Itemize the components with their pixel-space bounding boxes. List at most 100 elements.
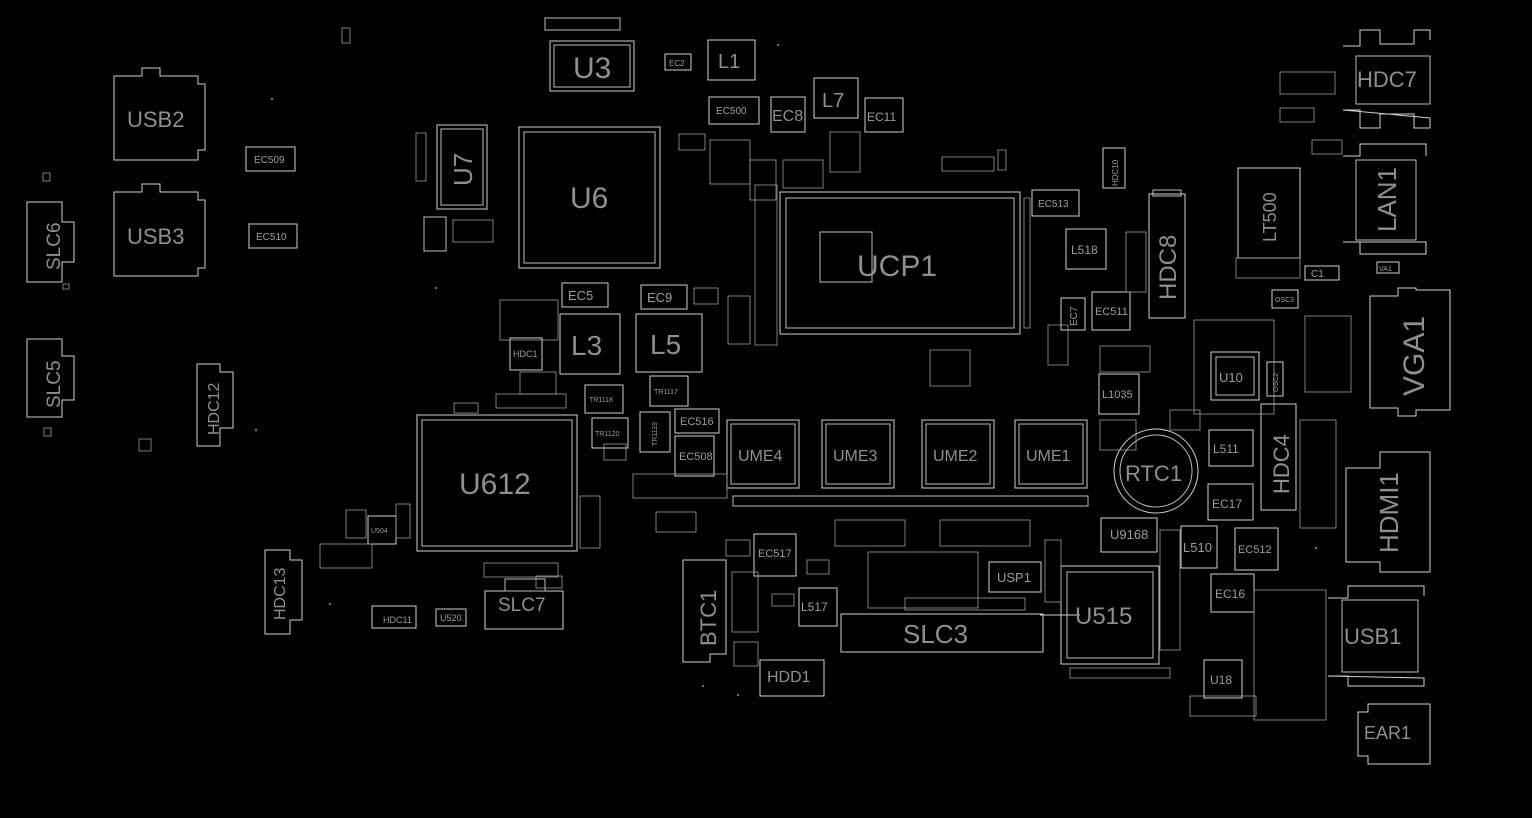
- ume1-label: UME1: [1026, 448, 1071, 465]
- ec517-capacitor: EC517: [753, 533, 797, 577]
- hdd1-label: HDD1: [767, 669, 811, 686]
- hdc13-connector: HDC13: [264, 549, 303, 635]
- u7-label: U7: [448, 153, 478, 186]
- hdmi1-connector: HDMI1: [1345, 451, 1431, 573]
- usb1-label: USB1: [1344, 624, 1401, 649]
- ec513-label: EC513: [1038, 199, 1069, 210]
- ear1-jack: EAR1: [1357, 703, 1431, 765]
- u520-label: U520: [440, 613, 462, 623]
- ec516-capacitor: EC516: [674, 408, 720, 434]
- u6-chip: U6: [518, 126, 661, 269]
- ume2-memory-chip: UME2: [921, 419, 995, 489]
- small-component-footprints: [319, 71, 1352, 721]
- lan1-connector: LAN1: [1343, 143, 1427, 255]
- ec516-label: EC516: [680, 416, 714, 428]
- ucp1-label: UCP1: [857, 250, 937, 283]
- ec2-label: EC2: [669, 59, 685, 68]
- ec517-label: EC517: [758, 548, 792, 560]
- ec16-capacitor: EC16: [1210, 573, 1255, 613]
- slc3-label: SLC3: [903, 619, 968, 649]
- u18-chip: U18: [1203, 659, 1243, 699]
- ec500-label: EC500: [716, 106, 747, 117]
- ec512-label: EC512: [1238, 544, 1272, 556]
- u515-chip: U515: [1040, 565, 1160, 665]
- u6-label: U6: [570, 182, 608, 215]
- c1-capacitor: C1: [1304, 265, 1340, 281]
- ec510-capacitor: EC510: [248, 223, 298, 249]
- ume2-label: UME2: [933, 448, 978, 465]
- ec11-capacitor: EC11: [864, 97, 904, 133]
- l510-inductor: L510: [1180, 525, 1218, 569]
- l3-label: L3: [571, 330, 602, 361]
- ec508-capacitor: EC508: [674, 435, 715, 477]
- usb1-connector: USB1: [1327, 585, 1425, 687]
- l518-label: L518: [1071, 243, 1098, 257]
- ec17-label: EC17: [1212, 497, 1242, 511]
- l1-inductor: L1: [707, 39, 756, 81]
- lan1-label: LAN1: [1372, 167, 1402, 232]
- hdc11-connector: HDC11 U520: [371, 605, 467, 629]
- usp1-part: USP1: [988, 561, 1042, 593]
- l518-inductor: L518: [1065, 228, 1107, 270]
- usb2-label: USB2: [127, 107, 184, 132]
- l3-inductor: L3: [559, 313, 621, 375]
- hdc13-label: HDC13: [272, 567, 289, 620]
- l517-label: L517: [801, 600, 828, 614]
- osc2-oscillator: OSC2: [1266, 361, 1284, 397]
- hdc7-label: HDC7: [1357, 67, 1417, 92]
- slc7-label: SLC7: [498, 595, 546, 616]
- ec9-label: EC9: [647, 290, 672, 305]
- l517-inductor: L517: [798, 587, 838, 627]
- ec511-label: EC511: [1095, 306, 1128, 318]
- l5-label: L5: [650, 329, 681, 360]
- ec16-label: EC16: [1215, 587, 1245, 601]
- ec8-capacitor: EC8: [770, 96, 806, 133]
- hdc10-connector: HDC10: [1102, 147, 1126, 189]
- u9168-chip: U9168: [1100, 517, 1158, 553]
- l5-inductor: L5: [635, 313, 703, 373]
- rtc1-label: RTC1: [1125, 461, 1182, 486]
- hdd1-connector: HDD1: [759, 659, 825, 697]
- ume4-label: UME4: [738, 448, 783, 465]
- hdc7-connector: HDC7: [1342, 29, 1431, 129]
- slc6-connector: SLC6: [26, 172, 75, 290]
- osc2-label: OSC2: [1273, 373, 1280, 392]
- l510-label: L510: [1183, 540, 1212, 555]
- hdc12-connector: HDC12: [196, 363, 234, 447]
- hdc4-label: HDC4: [1269, 434, 1294, 494]
- ec513-capacitor: EC513: [1031, 189, 1080, 217]
- ec8-label: EC8: [772, 108, 803, 125]
- usb3-label: USB3: [127, 224, 184, 249]
- hdc4-connector: HDC4: [1260, 403, 1297, 511]
- u612-label: U612: [459, 468, 531, 501]
- ume3-memory-chip: UME3: [821, 419, 895, 489]
- tr1119-part: TR1119: [639, 411, 671, 453]
- c1-label: C1: [1311, 269, 1324, 280]
- ec9-capacitor: EC9: [640, 284, 688, 310]
- slc3-connector: SLC3: [840, 613, 1044, 653]
- hdmi1-label: HDMI1: [1374, 472, 1404, 553]
- usp1-label: USP1: [997, 570, 1031, 585]
- tr1120-part: TR1120: [591, 417, 629, 449]
- u10-chip: U10: [1210, 351, 1260, 401]
- hdc12-label: HDC12: [206, 382, 223, 435]
- u3-chip: U3: [544, 17, 635, 92]
- slc6-label: SLC6: [44, 222, 65, 270]
- lt500-label: LT500: [1260, 192, 1280, 242]
- usb2-connector: USB2: [113, 67, 206, 161]
- l7-label: L7: [822, 90, 844, 112]
- tr1117-label: TR1117: [654, 389, 678, 396]
- ec7-label: EC7: [1069, 306, 1080, 326]
- btc1-label: BTC1: [696, 590, 721, 646]
- vga1-connector: VGA1: [1369, 287, 1451, 417]
- u3-label: U3: [573, 52, 611, 85]
- ec510-label: EC510: [256, 232, 287, 243]
- hdc8-label: HDC8: [1155, 235, 1182, 300]
- btc1-battery-connector: BTC1: [682, 559, 727, 663]
- l7-inductor: L7: [813, 77, 859, 119]
- ec17-capacitor: EC17: [1207, 483, 1254, 521]
- u7-chip: U7: [436, 124, 488, 210]
- ume4-memory-chip: UME4: [726, 419, 800, 489]
- ear1-label: EAR1: [1364, 723, 1411, 743]
